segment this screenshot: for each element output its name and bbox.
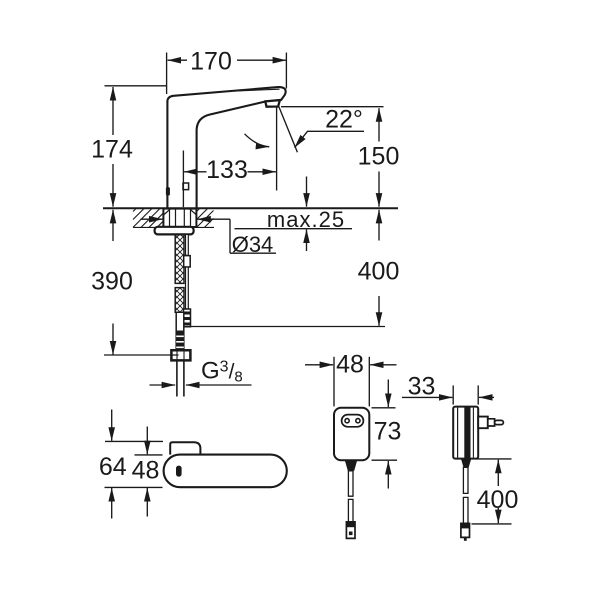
cable-connector-upper (184, 256, 191, 267)
sensor-window-mark (165, 187, 170, 196)
supply-hose-and-cable (171, 234, 190, 396)
power-supply-side-view: 33 400 (402, 373, 518, 541)
dim-stream-angle-label: 22° (325, 106, 363, 134)
dim-hose-length-label: 390 (91, 268, 133, 296)
deck-hatch (133, 209, 214, 228)
plug-collar (488, 419, 495, 426)
sensor-cable-upper (186, 234, 189, 255)
faucet-side-view: 170 174 22° 150 133 max.25 Ø34 400 390 G… (91, 48, 399, 397)
dim-psu-depth-label: 33 (408, 373, 436, 401)
dim-height-label: 174 (91, 136, 133, 164)
angle-leader-arrow (295, 131, 308, 147)
dim-hole-diameter-label: Ø34 (232, 232, 274, 257)
side-view-dimensions (104, 53, 385, 389)
socket-hole-left (345, 419, 349, 423)
side-cable-upper (463, 467, 468, 493)
lever-plan (170, 442, 200, 454)
psu-cable-upper (348, 471, 353, 496)
side-strain-relief (460, 458, 472, 468)
cable-strain-relief (344, 460, 358, 471)
dim-thread-label: G3/8 (201, 358, 243, 386)
braided-hose-lower (175, 288, 184, 313)
euro-socket-outline (342, 415, 364, 427)
power-supply-front-view: 48 73 (305, 351, 401, 539)
aerator-outlet (265, 100, 280, 107)
dim-total-depth-label: 64 (99, 453, 127, 481)
mounting-deck (103, 208, 398, 227)
dim-psu-height-label: 73 (374, 418, 402, 446)
psu-side-dimensions (402, 385, 512, 524)
faucet-outline (165, 87, 286, 208)
dim-cable-length-label: 400 (477, 486, 519, 514)
stream-angle-line (279, 107, 298, 153)
top-view-dimensions (105, 410, 164, 519)
sensor-window-plan (176, 465, 182, 477)
psu-side-stripe (464, 406, 471, 459)
psu-cable-lower (348, 499, 353, 521)
side-cable-lower (463, 497, 468, 523)
faucet-top-view: 64 48 (99, 410, 287, 519)
psu-front-dimensions (305, 357, 397, 489)
dim-psu-width-label: 48 (336, 351, 364, 379)
dim-sensor-reach-label: 133 (206, 156, 248, 184)
stream-angle-construction (245, 107, 365, 191)
sensor-cable-lower (186, 267, 189, 309)
plug-pin (495, 420, 504, 424)
dim-clearance-label: 400 (358, 258, 400, 286)
plug-base (478, 417, 488, 429)
dim-deck-thickness-label: max.25 (267, 207, 345, 232)
dim-outlet-height-label: 150 (358, 143, 400, 171)
angle-sweep-arrow (245, 134, 270, 150)
mounting-shank (155, 209, 197, 235)
dim-body-width-label: 48 (132, 457, 160, 485)
seal-washer-flange (155, 227, 194, 235)
socket-hole-right (356, 419, 360, 423)
braided-hose-upper (175, 234, 184, 283)
dim-spout-length-label: 170 (190, 48, 232, 76)
spout-bevel-line (234, 89, 280, 91)
faucet-body-plan (164, 455, 287, 488)
